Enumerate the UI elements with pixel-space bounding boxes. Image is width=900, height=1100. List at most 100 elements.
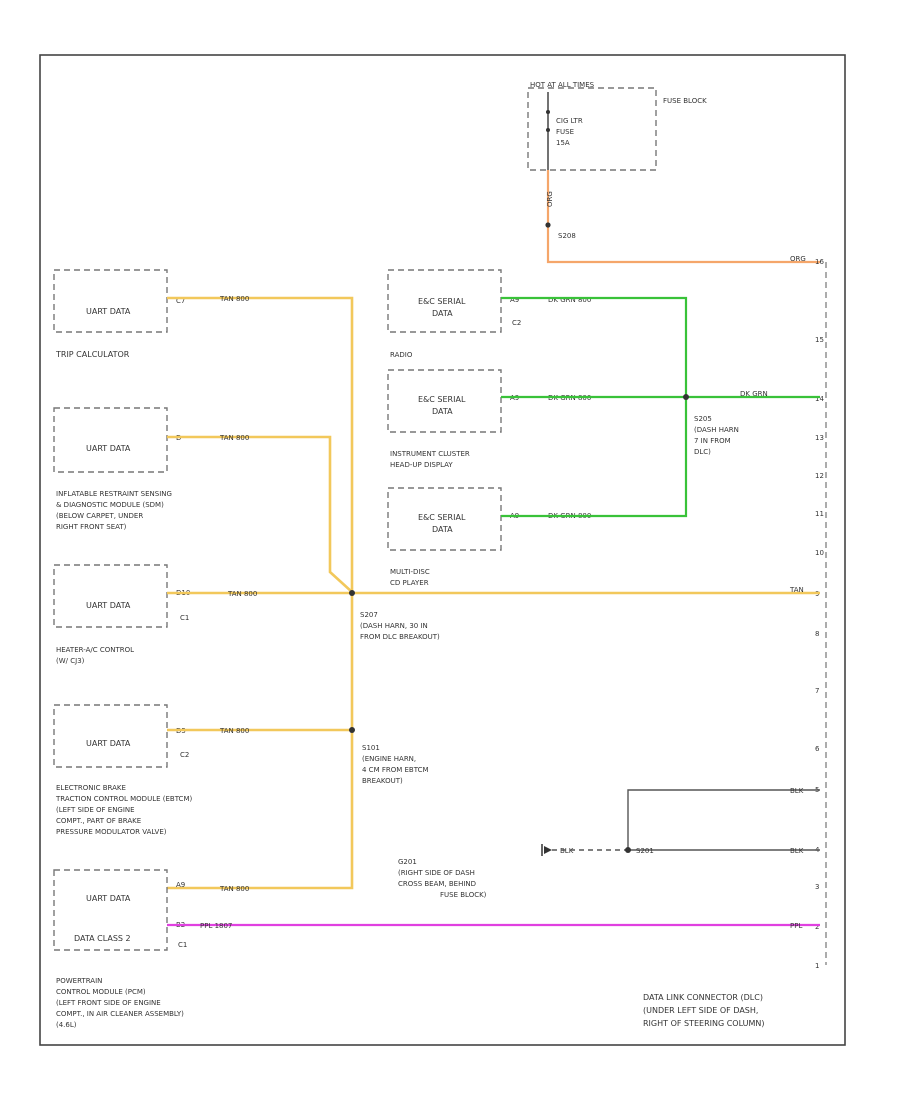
wire-blk-pin5 [627,789,820,850]
wire-label-radio: DK GRN 800 [548,296,591,304]
splice-dot-s208 [545,222,551,228]
svg-text:PRESSURE MODULATOR VALVE): PRESSURE MODULATOR VALVE) [56,828,167,836]
connector-label: C2 [512,319,521,327]
svg-text:DLC): DLC) [694,448,711,456]
svg-text:TRIP CALCULATOR: TRIP CALCULATOR [55,350,130,359]
svg-text:INSTRUMENT CLUSTER: INSTRUMENT CLUSTER [390,450,470,458]
svg-text:CONTROL MODULE (PCM): CONTROL MODULE (PCM) [56,988,146,996]
wire-label-blk-4: BLK [790,847,804,855]
dlc-pin-14: 14 [815,395,824,403]
svg-text:UART DATA: UART DATA [86,739,131,748]
ground-g201: BLK [541,844,628,856]
fuse-line-2: FUSE [556,128,574,136]
svg-text:DATA: DATA [432,407,453,416]
svg-text:E&C SERIAL: E&C SERIAL [418,513,466,522]
fuse-symbol-icon [546,92,550,170]
svg-text:ELECTRONIC BRAKE: ELECTRONIC BRAKE [56,784,126,792]
dlc-pin-16: 16 [815,258,824,266]
connector-label: C2 [180,751,189,759]
wire-dkgrn-bus [501,296,688,518]
wire-label-blk-5: BLK [790,787,804,795]
svg-text:(DASH HARN, 30 IN: (DASH HARN, 30 IN [360,622,428,630]
pin-label: A9 [510,296,519,304]
module-hvac: UART DATA D10 C1 HEATER-A/C CONTROL (W/ … [53,564,190,665]
svg-text:RIGHT FRONT SEAT): RIGHT FRONT SEAT) [56,523,127,531]
svg-text:S205: S205 [694,415,712,423]
splice-dot-s201 [625,847,631,853]
svg-text:RADIO: RADIO [390,351,413,359]
svg-text:POWERTRAIN: POWERTRAIN [56,977,102,985]
svg-text:4 CM FROM EBTCM: 4 CM FROM EBTCM [362,766,429,774]
splice-label-s101: S101 (ENGINE HARN, 4 CM FROM EBTCM BREAK… [362,744,429,785]
wire-label-hvac: TAN 800 [227,590,257,598]
svg-text:S101: S101 [362,744,380,752]
splice-dot-s205 [683,394,689,400]
svg-text:DATA: DATA [432,525,453,534]
splice-dot-s207 [349,590,355,596]
svg-text:S207: S207 [360,611,378,619]
wire-label-ppl-dlc: PPL [790,922,802,930]
dlc-pin-3: 3 [815,883,819,891]
svg-text:(W/ CJ3): (W/ CJ3) [56,657,85,665]
dlc-pin-15: 15 [815,336,824,344]
svg-text:DATA: DATA [432,309,453,318]
svg-text:FUSE BLOCK): FUSE BLOCK) [440,891,487,899]
ground-description: G201 (RIGHT SIDE OF DASH CROSS BEAM, BEH… [398,858,487,899]
wire-org [546,170,820,264]
dlc-pin-8: 8 [815,630,819,638]
wire-label-org-dlc: ORG [790,255,806,263]
svg-text:HEAD-UP DISPLAY: HEAD-UP DISPLAY [390,461,453,469]
svg-text:RIGHT OF STEERING COLUMN): RIGHT OF STEERING COLUMN) [643,1019,765,1028]
svg-text:COMPT., IN AIR CLEANER ASSEMBL: COMPT., IN AIR CLEANER ASSEMBLY) [56,1010,184,1018]
splice-dot-s101 [349,727,355,733]
module-sdm: UART DATA D INFLATABLE RESTRAINT SENSING… [53,407,181,531]
dlc-pin-11: 11 [815,510,824,518]
svg-text:(UNDER LEFT SIDE OF DASH,: (UNDER LEFT SIDE OF DASH, [643,1006,758,1015]
splice-label-s208: S208 [558,232,576,240]
connector-label: C1 [178,941,187,949]
splice-label-s205: S205 (DASH HARN 7 IN FROM DLC) [694,415,739,456]
svg-text:BREAKOUT): BREAKOUT) [362,777,403,785]
svg-text:HEATER-A/C CONTROL: HEATER-A/C CONTROL [56,646,134,654]
svg-text:G201: G201 [398,858,417,866]
svg-text:UART DATA: UART DATA [86,894,131,903]
module-pcm: UART DATA DATA CLASS 2 A9 B2 C1 POWERTRA… [53,869,187,1029]
wire-label-ebtcm: TAN 800 [219,727,249,735]
svg-text:& DIAGNOSTIC MODULE (SDM): & DIAGNOSTIC MODULE (SDM) [56,501,164,509]
module-cd-player: E&C SERIAL DATA A9 MULTI-DISC CD PLAYER [387,487,519,587]
svg-text:(4.6L): (4.6L) [56,1021,77,1029]
svg-text:TRACTION CONTROL MODULE (EBTCM: TRACTION CONTROL MODULE (EBTCM) [55,795,192,803]
svg-text:FROM DLC BREAKOUT): FROM DLC BREAKOUT) [360,633,440,641]
wire-label-dkgrn-dlc: DK GRN [740,390,768,398]
wire-label-tan-dlc: TAN [789,586,804,594]
svg-text:(ENGINE HARN,: (ENGINE HARN, [362,755,416,763]
wire-label-sdm: TAN 800 [219,434,249,442]
dlc-pin-1: 1 [815,962,819,970]
connector-label: C1 [180,614,189,622]
fuse-block: HOT AT ALL TIMES FUSE BLOCK CIG LTR FUSE… [527,81,707,171]
wire-label-org-vertical: ORG [546,191,554,207]
svg-text:(DASH HARN: (DASH HARN [694,426,739,434]
fuse-block-header: HOT AT ALL TIMES [530,81,595,89]
svg-text:COMPT., PART OF BRAKE: COMPT., PART OF BRAKE [56,817,141,825]
svg-text:(BELOW CARPET, UNDER: (BELOW CARPET, UNDER [56,512,143,520]
dlc-pin-2: 2 [815,923,819,931]
fuse-line-3: 15A [556,139,570,147]
svg-text:E&C SERIAL: E&C SERIAL [418,297,466,306]
svg-text:DATA LINK CONNECTOR (DLC): DATA LINK CONNECTOR (DLC) [643,993,763,1002]
dlc-pin-10: 10 [815,549,824,557]
svg-text:(LEFT FRONT SIDE OF ENGINE: (LEFT FRONT SIDE OF ENGINE [56,999,161,1007]
ground-wire-label: BLK [560,847,574,855]
module-radio: E&C SERIAL DATA A9 C2 RADIO [387,269,521,359]
svg-text:E&C SERIAL: E&C SERIAL [418,395,466,404]
pin-label: A9 [176,881,185,889]
module-ebtcm: UART DATA D5 C2 ELECTRONIC BRAKE TRACTIO… [53,704,192,836]
svg-text:7 IN FROM: 7 IN FROM [694,437,731,445]
wire-tan-sdm [167,435,353,593]
dlc-pin-6: 6 [815,745,820,753]
pin-label: C7 [176,297,185,305]
splice-label-s207: S207 (DASH HARN, 30 IN FROM DLC BREAKOUT… [360,611,440,641]
svg-text:CD PLAYER: CD PLAYER [390,579,429,587]
svg-text:UART DATA: UART DATA [86,307,131,316]
